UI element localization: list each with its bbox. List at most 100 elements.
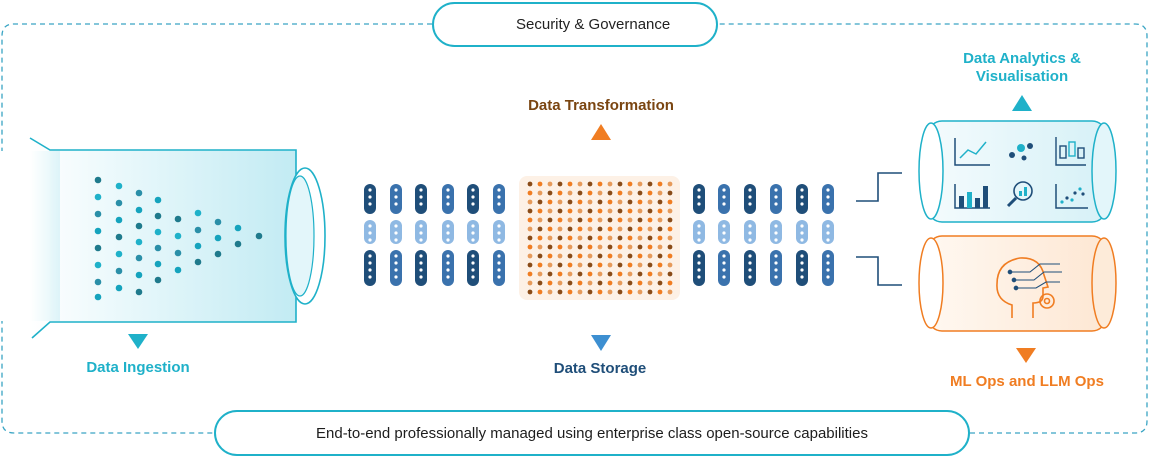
matrix-dot — [667, 208, 673, 214]
capsule-dot — [471, 275, 475, 279]
ingestion-funnel — [0, 137, 326, 339]
matrix-dot — [617, 289, 623, 295]
capsule-dot — [497, 238, 501, 242]
matrix-dot — [647, 271, 653, 277]
matrix-dot — [577, 226, 583, 232]
ingestion-dot — [94, 261, 102, 269]
capsule-dot — [697, 202, 701, 206]
matrix-dot — [547, 289, 553, 295]
matrix-dot — [607, 181, 613, 187]
matrix-dot — [667, 244, 673, 250]
analytics-arrow-icon — [1012, 95, 1032, 111]
capsule-dot — [368, 238, 372, 242]
capsule-dot — [497, 275, 501, 279]
capsule-dot — [471, 268, 475, 272]
matrix-dot — [597, 289, 603, 295]
line-chart-icon — [954, 138, 990, 166]
matrix-dot — [597, 226, 603, 232]
matrix-dot — [547, 235, 553, 241]
matrix-dot — [637, 235, 643, 241]
matrix-dot — [557, 208, 563, 214]
capsule-dot — [748, 275, 752, 279]
matrix-dot — [587, 289, 593, 295]
matrix-dot — [567, 190, 573, 196]
capsule-dot — [368, 195, 372, 199]
capsule-dot — [722, 268, 726, 272]
matrix-dot — [657, 226, 663, 232]
matrix-dot — [627, 208, 633, 214]
capsule-dot — [774, 268, 778, 272]
capsule-dot — [419, 202, 423, 206]
matrix-dot — [627, 235, 633, 241]
matrix-dot — [667, 280, 673, 286]
matrix-dot — [537, 226, 543, 232]
matrix-dot — [547, 199, 553, 205]
matrix-dot — [557, 253, 563, 259]
capsule-dot — [368, 275, 372, 279]
matrix-dot — [657, 199, 663, 205]
capsule-dot — [800, 195, 804, 199]
capsule-dot — [774, 188, 778, 192]
matrix-dot — [667, 271, 673, 277]
matrix-dot — [637, 253, 643, 259]
matrix-dot — [657, 289, 663, 295]
ingestion-dot — [115, 284, 123, 292]
matrix-dot — [567, 271, 573, 277]
matrix-dot — [557, 280, 563, 286]
analytics-box — [918, 120, 1117, 223]
storage-capsule — [718, 250, 730, 286]
matrix-dot — [607, 208, 613, 214]
matrix-dot — [647, 253, 653, 259]
ingestion-dot — [154, 260, 162, 268]
matrix-dot — [557, 244, 563, 250]
matrix-dot — [607, 280, 613, 286]
ingestion-dot — [135, 222, 143, 230]
matrix-dot — [597, 262, 603, 268]
capsule-dot — [722, 224, 726, 228]
matrix-dot — [577, 181, 583, 187]
ingestion-dots — [94, 176, 263, 301]
storage-capsule — [442, 250, 454, 286]
matrix-dot — [607, 226, 613, 232]
storage-capsule — [442, 184, 454, 214]
matrix-dot — [547, 181, 553, 187]
ingestion-dot — [194, 209, 202, 217]
ingestion-dot — [115, 199, 123, 207]
matrix-dot — [537, 280, 543, 286]
matrix-dot — [587, 244, 593, 250]
capsule-dot — [697, 231, 701, 235]
capsule-dot — [471, 254, 475, 258]
capsule-dot — [446, 224, 450, 228]
matrix-dot — [617, 235, 623, 241]
matrix-dot — [567, 208, 573, 214]
matrix-dot — [577, 208, 583, 214]
storage-capsule — [493, 250, 505, 286]
storage-capsule — [796, 250, 808, 286]
storage-capsule — [390, 184, 402, 214]
matrix-dot — [537, 190, 543, 196]
matrix-dot — [537, 289, 543, 295]
matrix-dot — [527, 226, 533, 232]
matrix-dot — [547, 262, 553, 268]
matrix-dot — [627, 244, 633, 250]
capsule-dot — [419, 275, 423, 279]
capsule-dot — [722, 195, 726, 199]
matrix-dot — [657, 208, 663, 214]
capsule-dot — [697, 195, 701, 199]
matrix-dot — [567, 199, 573, 205]
storage-capsule — [822, 250, 834, 286]
matrix-dot — [537, 217, 543, 223]
capsule-dot — [446, 238, 450, 242]
matrix-dot — [597, 190, 603, 196]
matrix-dot — [637, 289, 643, 295]
matrix-dot — [637, 226, 643, 232]
bar-chart-icon — [954, 184, 990, 209]
capsule-dot — [800, 268, 804, 272]
capsule-dot — [722, 275, 726, 279]
capsule-dot — [419, 231, 423, 235]
matrix-dot — [647, 190, 653, 196]
capsule-dot — [748, 202, 752, 206]
capsule-dot — [394, 275, 398, 279]
ai-head-icon — [996, 257, 1055, 318]
mlops-label: ML Ops and LLM Ops — [950, 373, 1104, 390]
